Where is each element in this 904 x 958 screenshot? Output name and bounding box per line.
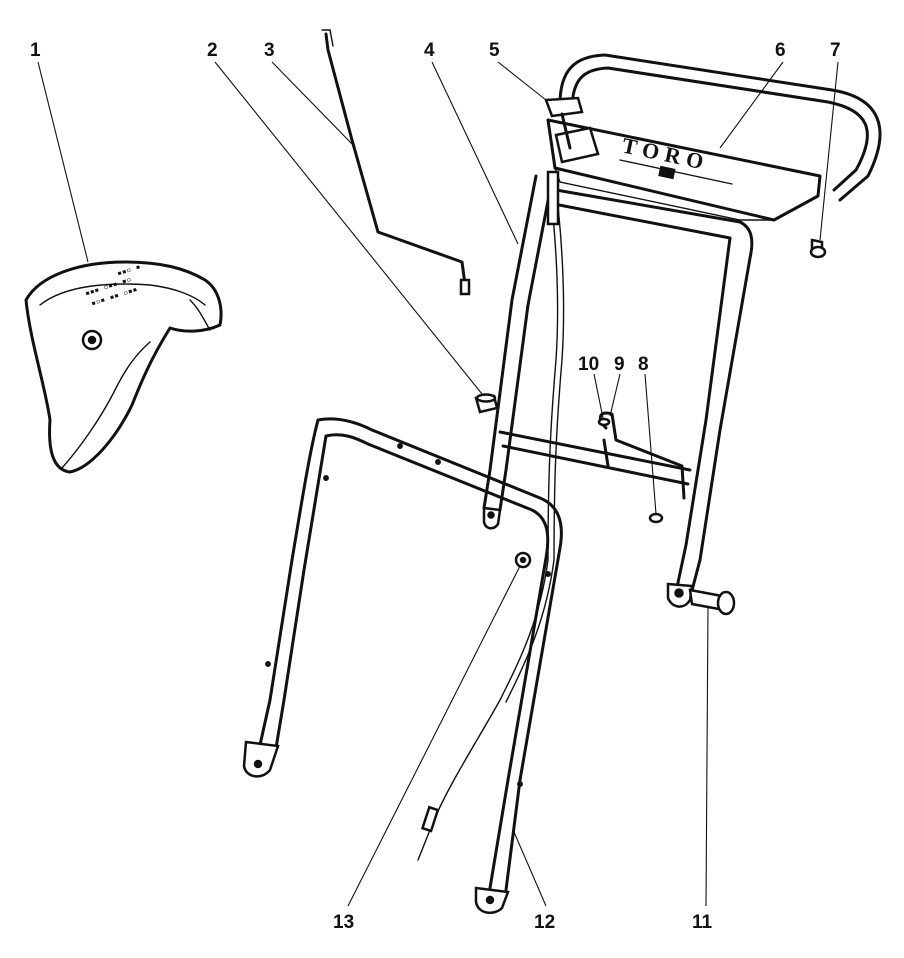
part-7-screw [809, 238, 827, 259]
callout-4: 4 [424, 40, 435, 61]
part-4-middle-frame [482, 174, 754, 608]
part-12-lower-handle [242, 417, 563, 915]
part-1-cover: ▪▪▪ ▫▪▪ ▪▫ ▪▫▪ ▪▪ ▫▪▪ ▪▪▫ ▪ [24, 260, 223, 474]
part-13-nut [514, 551, 532, 569]
leader-8 [644, 373, 657, 515]
callout-7: 7 [830, 40, 841, 61]
part-3-control-rod [321, 29, 471, 296]
leader-2 [214, 61, 483, 395]
callout-5: 5 [489, 40, 500, 61]
leader-11 [705, 605, 709, 907]
callout-13: 13 [333, 912, 354, 933]
part-8-bolt [648, 512, 664, 524]
leader-7 [819, 61, 839, 241]
part-2-knob [474, 393, 499, 414]
leader-10 [593, 373, 604, 419]
callout-labels: 1 2 3 4 5 6 7 8 9 10 11 12 13 [30, 40, 841, 933]
leader-1 [37, 61, 89, 263]
leader-4 [431, 61, 519, 245]
leader-9 [609, 373, 621, 417]
leader-12 [513, 831, 547, 907]
part-5-shift-knob [544, 96, 584, 150]
leader-13 [347, 565, 521, 907]
leader-5 [497, 61, 547, 101]
callout-3: 3 [264, 40, 275, 61]
throttle-cable [417, 170, 565, 861]
callout-1: 1 [30, 40, 41, 61]
part-10-washer [597, 417, 611, 427]
leader-6 [719, 61, 784, 149]
callout-8: 8 [638, 354, 649, 375]
callout-12: 12 [534, 912, 555, 933]
leader-3 [271, 61, 355, 147]
callout-2: 2 [207, 40, 218, 61]
callout-11: 11 [692, 912, 713, 933]
callout-6: 6 [775, 40, 786, 61]
leader-lines [37, 61, 839, 907]
callout-10: 10 [578, 354, 599, 375]
callout-9: 9 [614, 354, 625, 375]
part-11-carriage-bolt [688, 588, 736, 616]
